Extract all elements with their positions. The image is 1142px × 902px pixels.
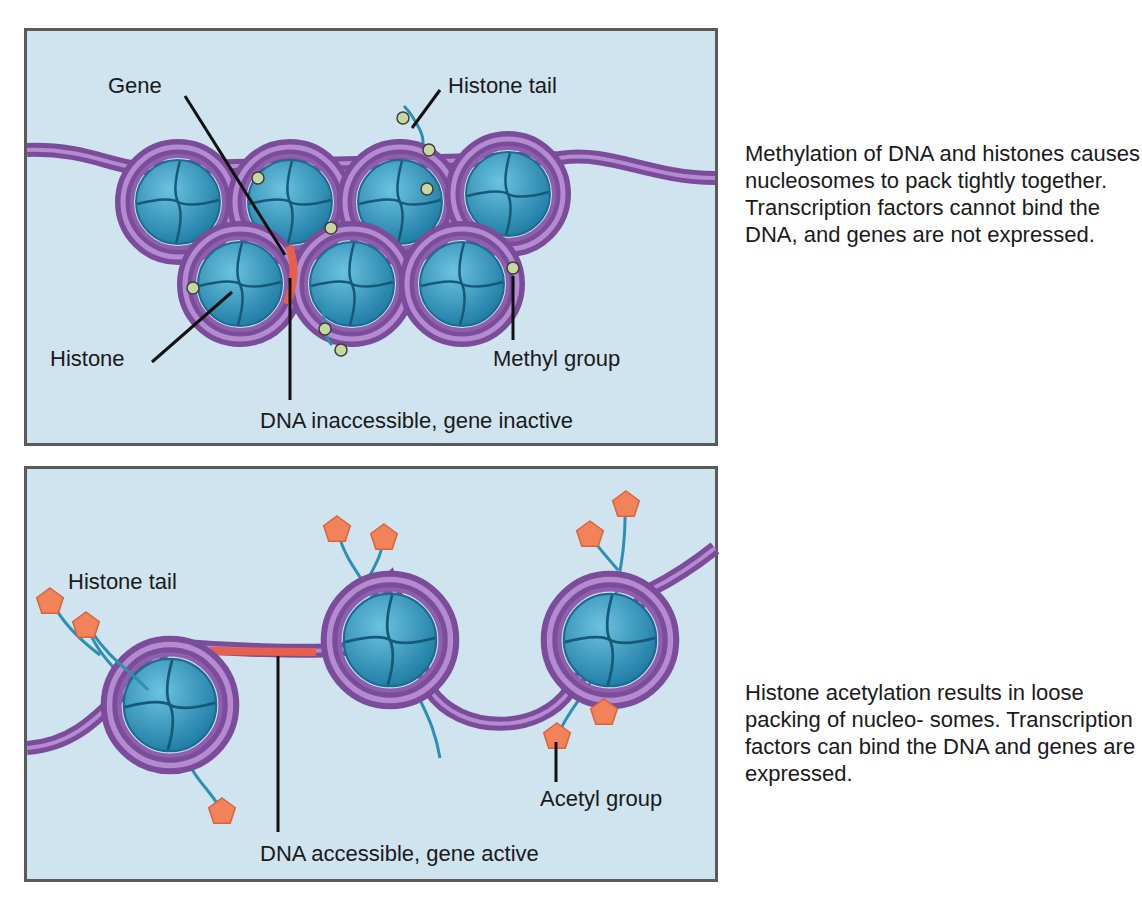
diagram-panel: Gene Histone tailHistone Methyl groupDNA i… (24, 28, 718, 446)
part-label: Acetyl group (540, 786, 662, 812)
part-label: Methyl group (493, 346, 620, 372)
part-label: Histone tail (68, 569, 177, 595)
description-text: Histone acetylation results in loose pac… (745, 679, 1140, 787)
description-text: Methylation of DNA and histones causes n… (745, 140, 1140, 248)
part-label: Histone tail (448, 73, 557, 99)
diagram-panel: Histone tailAcetyl groupDNA accessible, … (24, 466, 718, 882)
part-label: DNA accessible, gene active (260, 841, 539, 867)
part-label: Gene (108, 73, 162, 99)
part-label: Histone (50, 346, 125, 372)
part-label: DNA inaccessible, gene inactive (260, 408, 573, 434)
